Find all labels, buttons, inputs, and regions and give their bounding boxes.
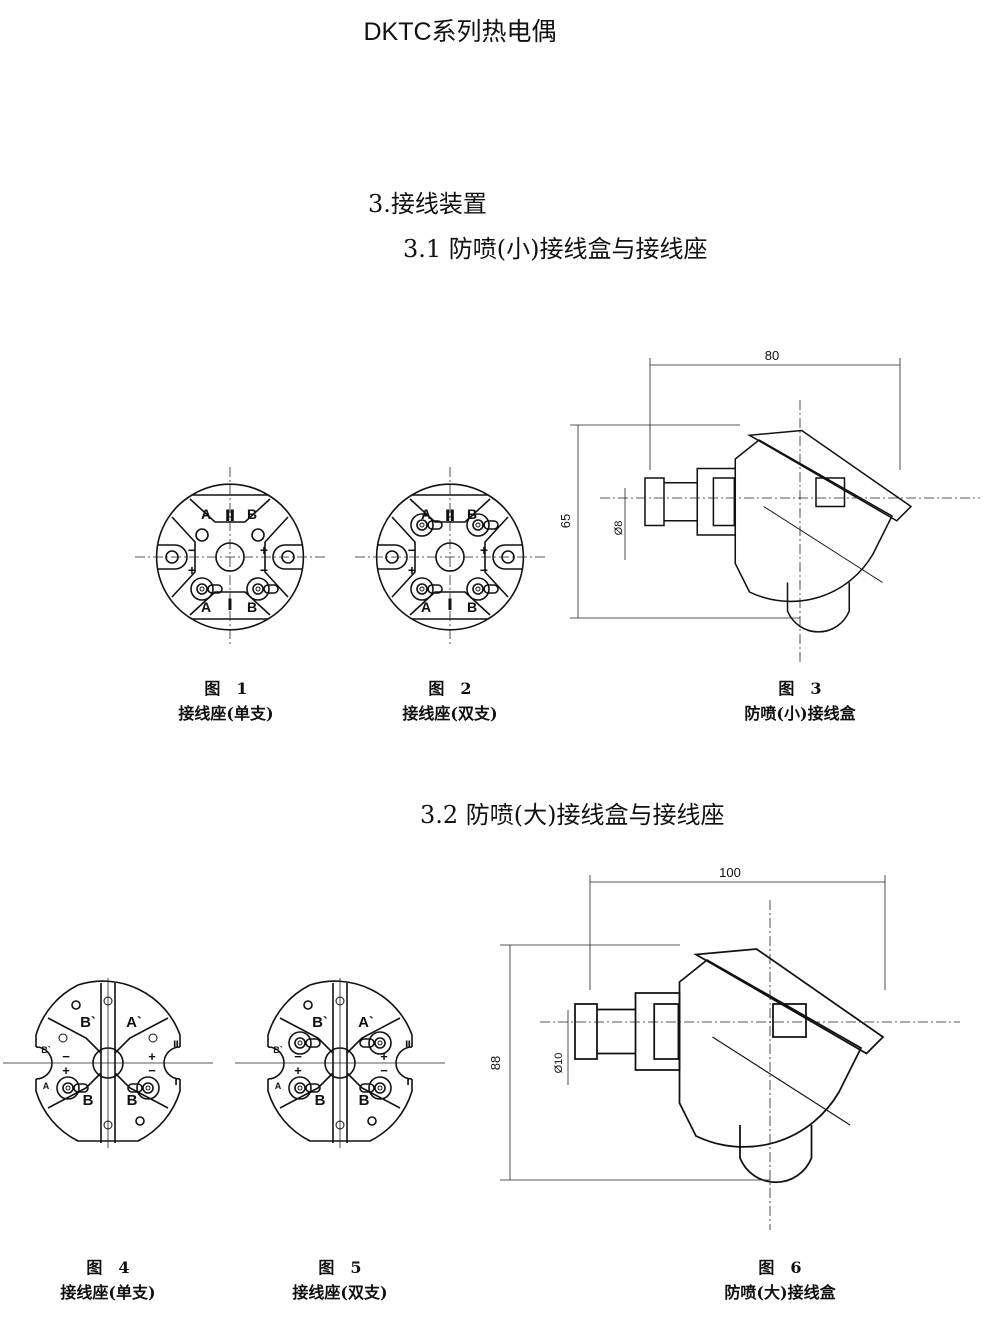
figure-3-caption: 防喷(小)接线盒 [744, 704, 856, 723]
svg-text:−: − [480, 562, 488, 578]
svg-text:+: + [408, 562, 416, 578]
svg-text:B: B [315, 1092, 326, 1109]
svg-text:Ⅱ: Ⅱ [225, 508, 236, 525]
svg-text:+: + [148, 1049, 156, 1064]
figure-4-caption: 接线座(单支) [60, 1283, 155, 1302]
figure-5-terminal-block-double: B` A` B` A Ⅱ Ⅰ B B − + + − [234, 977, 446, 1149]
figure-5-label: 图 5 [318, 1258, 361, 1277]
figure-6-label: 图 6 [758, 1258, 801, 1277]
svg-text:Ⅱ: Ⅱ [405, 1039, 411, 1049]
svg-text:B: B [359, 1092, 370, 1109]
svg-text:+: + [294, 1063, 302, 1078]
figure-3-label: 图 3 [778, 679, 821, 698]
svg-text:B`: B` [312, 1014, 328, 1031]
svg-text:A: A [201, 506, 211, 522]
svg-text:+: + [480, 542, 488, 558]
svg-text:−: − [260, 562, 268, 578]
svg-text:Ⅰ: Ⅰ [227, 597, 233, 614]
svg-text:−: − [294, 1049, 302, 1064]
svg-text:+: + [188, 562, 196, 578]
figure-6-caption: 防喷(大)接线盒 [724, 1283, 836, 1302]
figure-1-caption: 接线座(单支) [178, 704, 273, 723]
svg-text:B: B [247, 506, 257, 522]
figure-2-caption: 接线座(双支) [402, 704, 497, 723]
svg-text:Ⅰ: Ⅰ [447, 597, 453, 614]
figure-6-large-junction-box: 100 88 Ø10 [488, 865, 960, 1230]
svg-text:A: A [201, 599, 211, 615]
figure-1-label: 图 1 [204, 679, 247, 698]
svg-text:+: + [62, 1063, 70, 1078]
svg-text:−: − [380, 1063, 388, 1078]
subsection-heading-large-box: 3.2 防喷(大)接线盒与接线座 [420, 801, 725, 829]
svg-text:A`: A` [358, 1014, 374, 1031]
svg-text:−: − [62, 1049, 70, 1064]
figure-2-label: 图 2 [428, 679, 471, 698]
svg-text:B`: B` [80, 1014, 96, 1031]
svg-text:−: − [408, 542, 416, 558]
figure-4-terminal-block-single: B` A` B` A Ⅱ Ⅰ B B − + + − [2, 977, 214, 1149]
svg-text:A: A [421, 599, 431, 615]
svg-text:Ⅰ: Ⅰ [174, 1077, 177, 1087]
dim-width: 100 [719, 865, 741, 880]
svg-text:B`: B` [41, 1045, 51, 1055]
svg-text:Ⅰ: Ⅰ [406, 1077, 409, 1087]
figure-2-terminal-block-double: A Ⅱ B A Ⅰ B − + + − [354, 466, 546, 648]
svg-text:A: A [421, 506, 431, 522]
svg-text:A`: A` [126, 1014, 142, 1031]
svg-text:B`: B` [273, 1045, 283, 1055]
svg-text:B: B [467, 599, 477, 615]
page-title: DKTC系列热电偶 [363, 18, 556, 46]
dim-height: 65 [558, 514, 573, 528]
figure-4-label: 图 4 [86, 1258, 129, 1277]
subsection-heading-small-box: 3.1 防喷(小)接线盒与接线座 [403, 235, 708, 263]
dim-height: 88 [488, 1056, 503, 1070]
figure-captions: 图 1 接线座(单支) 图 2 接线座(双支) 图 3 防喷(小)接线盒 图 4… [60, 679, 856, 1302]
svg-text:B: B [467, 506, 477, 522]
svg-text:+: + [260, 542, 268, 558]
figure-3-small-junction-box: 80 65 Ø8 [558, 348, 980, 665]
figure-5-caption: 接线座(双支) [292, 1283, 387, 1302]
svg-text:−: − [148, 1063, 156, 1078]
svg-text:Ⅱ: Ⅱ [173, 1039, 179, 1049]
svg-text:B: B [83, 1092, 94, 1109]
svg-text:B: B [127, 1092, 138, 1109]
svg-text:B: B [247, 599, 257, 615]
svg-text:A: A [275, 1081, 282, 1091]
svg-text:A: A [43, 1081, 50, 1091]
svg-text:+: + [380, 1049, 388, 1064]
dim-diameter: Ø8 [613, 521, 625, 536]
dim-width: 80 [765, 348, 779, 363]
figure-1-terminal-block-single: A Ⅱ B A Ⅰ B − + + − [134, 466, 326, 648]
svg-text:−: − [188, 542, 196, 558]
svg-text:Ⅱ: Ⅱ [445, 508, 456, 525]
section-heading: 3.接线装置 [368, 190, 487, 218]
dim-diameter: Ø10 [553, 1053, 565, 1074]
